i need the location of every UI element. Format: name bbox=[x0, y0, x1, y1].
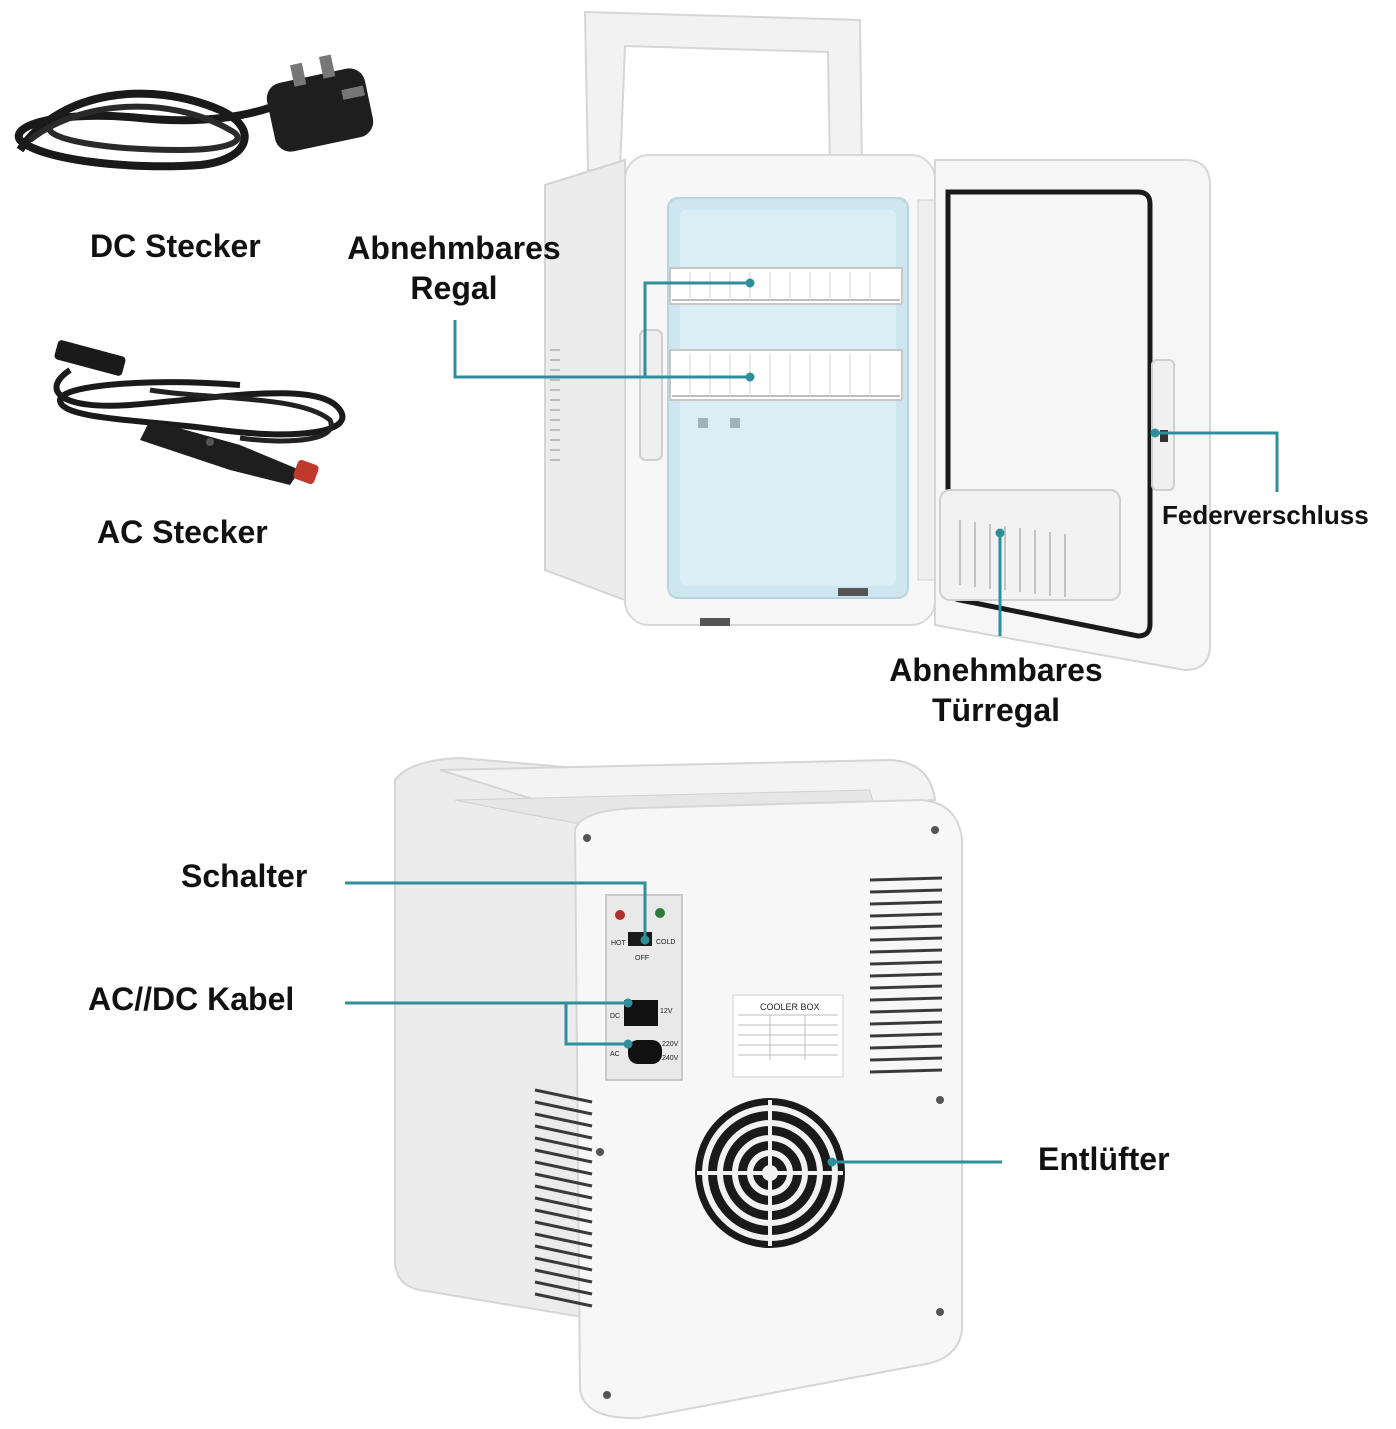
ac-plug-image bbox=[53, 340, 346, 485]
v240-label: 240V bbox=[662, 1055, 679, 1062]
vent-label: Entlüfter bbox=[1038, 1141, 1170, 1177]
rating-plate-title: COOLER BOX bbox=[760, 1002, 820, 1012]
dc-plug-image bbox=[14, 54, 374, 171]
door-shelf-label-line2: Türregal bbox=[931, 692, 1061, 728]
v220-label: 220V bbox=[662, 1041, 679, 1048]
dc-label: DC bbox=[610, 1013, 620, 1020]
spring-lock-label: Federverschluss bbox=[1162, 500, 1369, 530]
back-panel-labels: HOT COLD OFF DC 12V AC 220V 240V COOLER … bbox=[610, 939, 820, 1062]
dc-plug-label: DC Stecker bbox=[90, 228, 261, 264]
door-shelf-label: Abnehmbares Türregal bbox=[878, 650, 1114, 730]
removable-shelf-label: Abnehmbares Regal bbox=[336, 228, 572, 308]
removable-shelf-label-line1: Abnehmbares bbox=[347, 230, 561, 266]
cold-label: COLD bbox=[656, 939, 675, 946]
hot-label: HOT bbox=[611, 940, 627, 947]
removable-shelf-label-line2: Regal bbox=[410, 270, 498, 306]
door-shelf-label-line1: Abnehmbares bbox=[889, 652, 1103, 688]
off-label: OFF bbox=[635, 955, 649, 962]
ac-dc-cable-label: AC//DC Kabel bbox=[88, 981, 295, 1017]
switch-label: Schalter bbox=[181, 858, 308, 894]
ac-plug-label: AC Stecker bbox=[97, 514, 268, 550]
callout-lines bbox=[345, 278, 1279, 1167]
ac-label: AC bbox=[610, 1051, 620, 1058]
open-fridge-image bbox=[544, 10, 1211, 672]
fridge-back-image bbox=[394, 756, 963, 1420]
v12-label: 12V bbox=[660, 1008, 673, 1015]
